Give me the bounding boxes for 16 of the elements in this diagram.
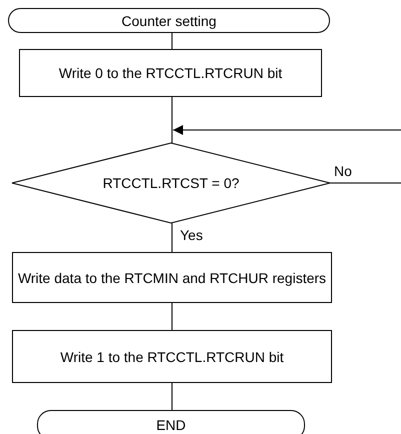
node-text: Counter setting	[122, 12, 216, 30]
terminal-shape	[8, 8, 330, 33]
terminal-shape	[37, 410, 305, 434]
process-box	[12, 330, 332, 383]
node-text: RTCCTL.RTCST = 0?	[102, 174, 240, 193]
edge-label: No	[334, 163, 352, 179]
process-box	[12, 252, 332, 303]
node-text: Write 1 to the RTCCTL.RTCRUN bit	[60, 348, 284, 366]
node-text: Write data to the RTCMIN and RTCHUR registers	[18, 268, 326, 288]
arrow	[172, 125, 401, 135]
node-text: Write 0 to the RTCCTL.RTCRUN bit	[58, 64, 282, 83]
decision-diamond	[12, 142, 330, 224]
process-box	[19, 49, 322, 97]
edge-label: Yes	[180, 227, 203, 243]
connector-line	[330, 182, 401, 184]
node-text: END	[156, 416, 186, 434]
